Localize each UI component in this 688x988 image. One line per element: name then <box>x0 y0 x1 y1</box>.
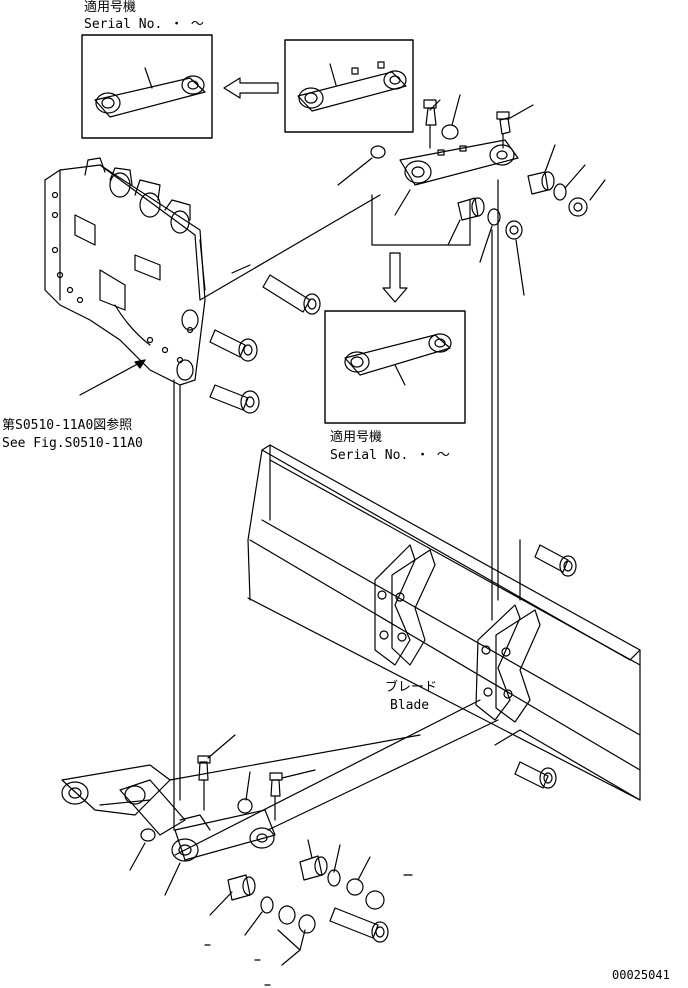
reference-label-en: See Fig.S0510-11A0 <box>2 436 143 451</box>
blade-label-en: Blade <box>390 698 430 713</box>
washer-lower-right-1 <box>346 878 364 896</box>
seal-ring <box>441 124 459 140</box>
frame-pin-lower <box>209 384 260 414</box>
lower-pin <box>329 907 389 943</box>
blade-label-jp: ブレード <box>385 680 438 695</box>
bushing-lower-left <box>227 874 256 901</box>
snap-ring-lower <box>140 828 156 842</box>
bushing-lower-right <box>299 855 328 881</box>
inset-new-link <box>284 39 414 133</box>
upper-link <box>399 139 519 186</box>
frame-assembly <box>44 157 206 386</box>
reference-label-jp: 第S0510-11A0図参照 <box>2 418 133 433</box>
ring-lower-left <box>260 896 274 914</box>
ring-right-1 <box>553 183 567 201</box>
washer-left <box>505 220 523 240</box>
washer-lower-left-2 <box>298 914 316 934</box>
lower-link <box>171 809 276 862</box>
washer-lower-left-1 <box>278 905 296 925</box>
arrow-down-icon <box>382 252 408 303</box>
blade <box>247 444 641 801</box>
inset-old-link <box>81 34 213 139</box>
top-inset-label-en: Serial No. ・ ～ <box>84 17 204 32</box>
washer-lower-right-2 <box>365 890 385 910</box>
inset-variant-link <box>324 310 466 424</box>
ring-left-1 <box>487 208 501 226</box>
assembly-line <box>199 194 381 301</box>
grease-fitting-lower-right <box>269 772 283 821</box>
mid-inset-label-jp: 適用号機 <box>330 430 383 445</box>
lower-arm <box>61 764 186 836</box>
blade-pin-upper <box>534 544 577 577</box>
grease-fitting-upper <box>423 99 437 149</box>
reference-leader <box>79 359 146 396</box>
grease-fitting-upper-right <box>496 111 511 149</box>
mid-inset-label-en: Serial No. ・ ～ <box>330 448 450 463</box>
seal-ring-lower <box>237 798 253 814</box>
drawing-number: 00025041 <box>612 968 670 982</box>
bushing-left <box>457 197 485 221</box>
frame-pin-middle <box>209 329 258 362</box>
lower-assembly-line <box>174 699 481 856</box>
washer-right <box>568 197 588 217</box>
bushing-right <box>527 171 555 195</box>
grease-fitting-lower-left <box>197 755 211 811</box>
blade-pin-lower <box>514 761 557 789</box>
arrow-left-icon <box>223 77 279 99</box>
snap-ring <box>370 145 386 159</box>
frame-pin-upper <box>262 274 321 315</box>
top-inset-label-jp: 適用号機 <box>84 0 137 15</box>
